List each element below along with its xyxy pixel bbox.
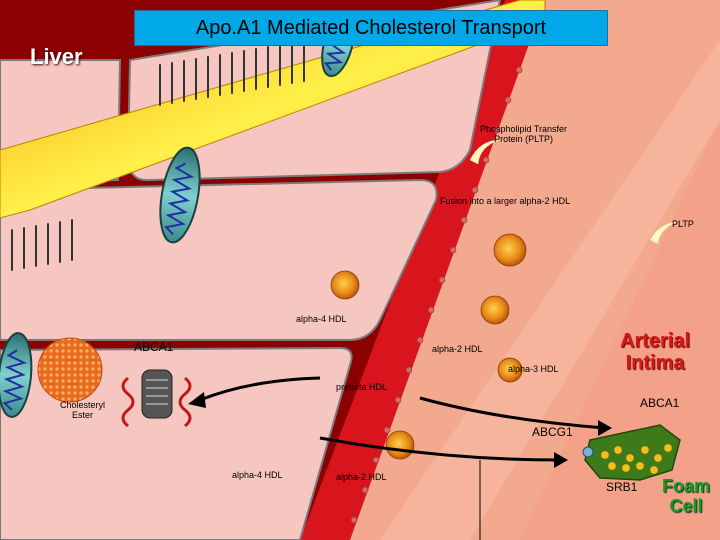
alpha2-lower-label: alpha-2 HDL xyxy=(336,472,387,482)
hdl-alpha3 xyxy=(497,357,523,383)
cholesteryl-ester-droplet xyxy=(37,337,103,403)
pltp-label: PLTP xyxy=(672,219,694,229)
hepatocyte-middle xyxy=(0,178,438,341)
cholesteryl-line1: Cholesteryl xyxy=(60,400,106,410)
abca1-transporter-liver xyxy=(121,369,192,428)
pltp-full-label: Phospholipid Transfer Protein (PLTP) xyxy=(480,124,567,144)
mitochondrion-1 xyxy=(159,146,201,244)
arterial-intima-label: Arterial Intima xyxy=(620,330,690,374)
arrow-to-abca1 xyxy=(419,396,606,430)
fusion-label: Fusion into a larger alpha-2 HDL xyxy=(440,196,571,206)
diagram-title: Apo.A1 Mediated Cholesterol Transport xyxy=(134,10,608,46)
microvilli xyxy=(11,40,305,271)
alpha4-upper-label: alpha-4 HDL xyxy=(296,314,347,324)
flow-arrows xyxy=(199,376,606,462)
srb1-receptor xyxy=(582,446,594,458)
foam-cell xyxy=(582,424,681,481)
hdl-alpha2-fused xyxy=(493,233,527,267)
prebeta-label: prebeta HDL xyxy=(336,382,388,392)
srb1-label: SRB1 xyxy=(606,480,638,494)
abcg1-label: ABCG1 xyxy=(532,425,573,439)
abca1-liver-label: ABCA1 xyxy=(134,340,174,354)
abca1-foam-label: ABCA1 xyxy=(640,396,680,410)
arterial-intima-line1: Arterial xyxy=(620,330,691,352)
pltp-crescent-1 xyxy=(469,139,501,165)
arrow-to-abcg1 xyxy=(319,436,561,462)
alpha4-lower-label: alpha-4 HDL xyxy=(232,470,283,480)
liver-label: Liver xyxy=(30,44,83,69)
foam-cell-line1: Foam xyxy=(662,476,711,496)
hdl-alpha2-mid xyxy=(480,295,510,325)
cholesteryl-ester-label: Cholesteryl Ester xyxy=(60,400,105,420)
pltp-full-line2: Protein (PLTP) xyxy=(494,134,553,144)
arrow-to-liver xyxy=(199,376,321,402)
arterial-intima-line2: Intima xyxy=(625,352,685,374)
arrow-heads xyxy=(188,392,612,468)
pltp-full-line1: Phospholipid Transfer xyxy=(480,124,568,134)
hdl-alpha4-upper xyxy=(330,270,360,300)
hdl-prebeta xyxy=(385,430,415,460)
cholesteryl-line2: Ester xyxy=(72,410,94,420)
alpha3-label: alpha-3 HDL xyxy=(508,364,559,374)
vessel-wall xyxy=(300,0,545,540)
mitochondrion-3 xyxy=(0,332,33,418)
intima-light-band xyxy=(380,40,720,540)
alpha2-mid-label: alpha-2 HDL xyxy=(432,344,483,354)
foam-cell-label: Foam Cell xyxy=(662,476,710,516)
foam-cell-line2: Cell xyxy=(669,496,703,516)
pltp-crescent-2 xyxy=(649,221,679,245)
